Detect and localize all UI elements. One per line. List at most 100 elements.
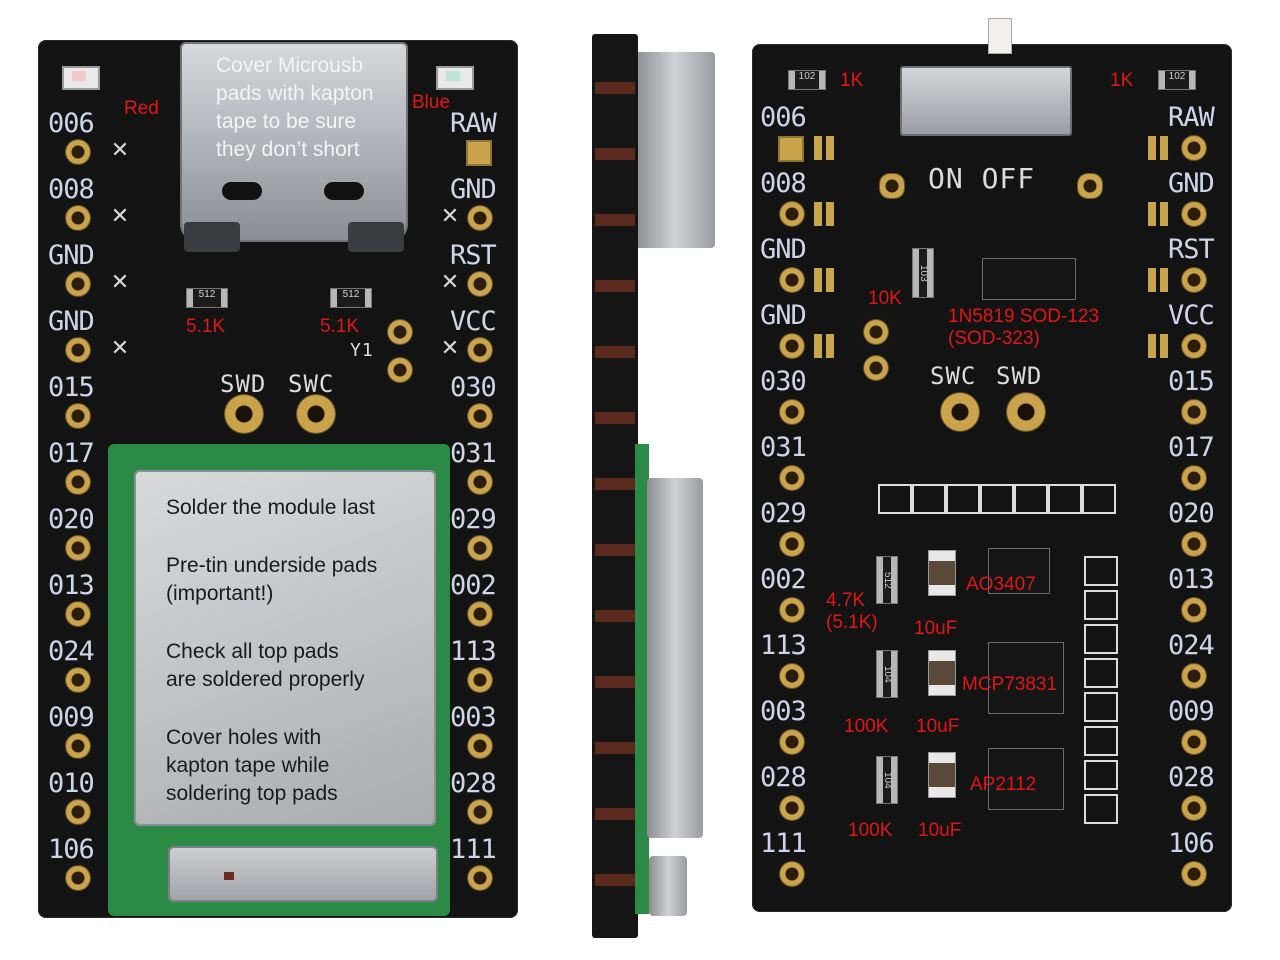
- pin-label-right: 106: [1168, 828, 1215, 859]
- resistor-100k-1: 104: [876, 650, 898, 698]
- label-100k-2: 100K: [848, 820, 893, 841]
- pin-label-left: 009: [48, 702, 95, 733]
- pin-pad-square: [778, 136, 804, 162]
- pin-pad: [66, 140, 90, 164]
- x-mark: ✕: [110, 335, 130, 360]
- capacitor-10uf-2: [928, 650, 956, 696]
- pin-label-left: GND: [760, 234, 807, 265]
- silk-swd: SWD: [996, 362, 1043, 390]
- pin-label-left: 020: [48, 504, 95, 535]
- switch-mount-hole: [880, 174, 904, 198]
- pin-label-left: 010: [48, 768, 95, 799]
- silk-swd: SWD: [220, 370, 267, 398]
- pin-label-left: GND: [48, 240, 95, 271]
- label-1k-right: 1K: [1110, 70, 1134, 91]
- pin-label-left: 003: [760, 696, 807, 727]
- ble-module-shield: [134, 470, 436, 826]
- capacitor-10uf-3: [928, 752, 956, 798]
- pin-label-right: 020: [1168, 498, 1215, 529]
- ao3407-mosfet: [988, 548, 1050, 594]
- pin-pad: [66, 866, 90, 890]
- label-10uf-2: 10uF: [916, 716, 960, 737]
- pin-pad: [780, 400, 804, 424]
- side-module-pcb: [635, 444, 649, 914]
- pin-label-left: 002: [760, 564, 807, 595]
- pin-pad: [1182, 796, 1206, 820]
- led-red: [62, 66, 100, 90]
- pin-pad: [468, 338, 492, 362]
- label-mcp73831: MCP73831: [962, 674, 1058, 695]
- pin-pad: [780, 334, 804, 358]
- label-10uf-1: 10uF: [914, 618, 958, 639]
- pin-label-right: 024: [1168, 630, 1215, 661]
- note-check-pads: Check all top pads are soldered properly: [166, 640, 365, 691]
- pin-label-right: 028: [1168, 762, 1215, 793]
- ap2112-regulator: [988, 748, 1064, 810]
- pin-label-left: 106: [48, 834, 95, 865]
- pin-pad: [66, 602, 90, 626]
- pin-pad: [1182, 466, 1206, 490]
- pin-pad: [66, 536, 90, 560]
- note-pre-tin: Pre-tin underside pads (important!): [166, 554, 378, 605]
- pin-label-right: GND: [450, 174, 497, 205]
- pin-pad: [1182, 598, 1206, 622]
- pin-pad: [468, 206, 492, 230]
- pin-pad: [1182, 268, 1206, 292]
- pin-pad: [1182, 334, 1206, 358]
- pin-label-left: 008: [760, 168, 807, 199]
- crystal-pad-1: [388, 320, 412, 344]
- pin-label-left: 015: [48, 372, 95, 403]
- pin-pad: [780, 796, 804, 820]
- crystal-pad-2: [388, 358, 412, 382]
- pin-label-left: 013: [48, 570, 95, 601]
- switch-knob: [988, 18, 1012, 54]
- switch-mount-hole: [1078, 174, 1102, 198]
- pin-label-left: 028: [760, 762, 807, 793]
- label-ap2112: AP2112: [970, 774, 1037, 795]
- pin-pad: [66, 404, 90, 428]
- board-bottom-view: ON OFF 102 102 1K 1K 103 10K 1N5819 SOD-…: [752, 18, 1232, 912]
- pin-label-right: RST: [1168, 234, 1215, 265]
- usb-c-connector: [180, 42, 408, 252]
- resistor-4k7: 512: [876, 556, 898, 604]
- via-pad: [864, 356, 888, 380]
- pin-label-right: VCC: [450, 306, 497, 337]
- pin-pad: [1182, 202, 1206, 226]
- board-top-view: Cover Microusb pads with kapton tape to …: [38, 40, 518, 918]
- label-diode: 1N5819 SOD-123 (SOD-323): [948, 306, 1100, 349]
- pin-label-right: VCC: [1168, 300, 1215, 331]
- pin-pad: [66, 338, 90, 362]
- pin-pad: [468, 668, 492, 692]
- pin-pad: [1182, 664, 1206, 688]
- pin-pad: [468, 536, 492, 560]
- pin-label-right: 013: [1168, 564, 1215, 595]
- pin-label-left: 113: [760, 630, 807, 661]
- pin-label-right: 009: [1168, 696, 1215, 727]
- swc-pad: [941, 393, 979, 431]
- pin-label-right: 113: [450, 636, 497, 667]
- side-antenna: [649, 856, 687, 916]
- note-cover-holes: Cover holes with kapton tape while solde…: [166, 726, 338, 805]
- pin-label-right: 111: [450, 834, 497, 865]
- x-mark: ✕: [440, 203, 460, 228]
- x-mark: ✕: [440, 335, 460, 360]
- pin-label-left: 030: [760, 366, 807, 397]
- pin-pad: [66, 734, 90, 758]
- mcp73831-charger: [988, 642, 1064, 714]
- silk-swc: SWC: [288, 370, 335, 398]
- label-4k7: 4.7K (5.1K): [826, 590, 878, 633]
- pin-pad: [66, 206, 90, 230]
- note-solder-module-last: Solder the module last: [166, 496, 375, 519]
- resistor-1k-left: 102: [788, 70, 826, 90]
- pin-pad: [1182, 730, 1206, 754]
- pin-label-left: 006: [760, 102, 807, 133]
- pin-label-right: RAW: [1168, 102, 1215, 133]
- pin-pad: [1182, 532, 1206, 556]
- pin-label-left: 029: [760, 498, 807, 529]
- pin-label-left: GND: [760, 300, 807, 331]
- x-mark: ✕: [440, 269, 460, 294]
- pin-label-right: 030: [450, 372, 497, 403]
- silk-y1: Y1: [350, 340, 374, 361]
- diode-1n5819: [982, 258, 1076, 300]
- pin-pad: [1182, 862, 1206, 886]
